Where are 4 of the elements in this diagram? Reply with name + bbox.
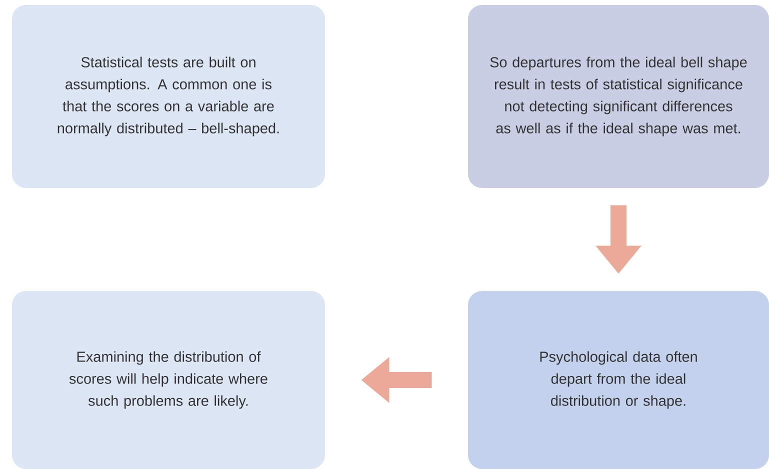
text-box: Examining the distribution of scores will help indicate where such problems are likely. (12, 291, 325, 469)
text-box: Statistical tests are built on assumptions. A common one is that the scores on a variable are normally distributed – bell-shaped. (12, 5, 325, 188)
text-box: Psychological data often depart from the ideal distribution or shape. (468, 291, 769, 469)
text-box: So departures from the ideal bell shape result in tests of statistical significance not detecting significant differences as well as if the ideal shape was met. (468, 5, 769, 188)
